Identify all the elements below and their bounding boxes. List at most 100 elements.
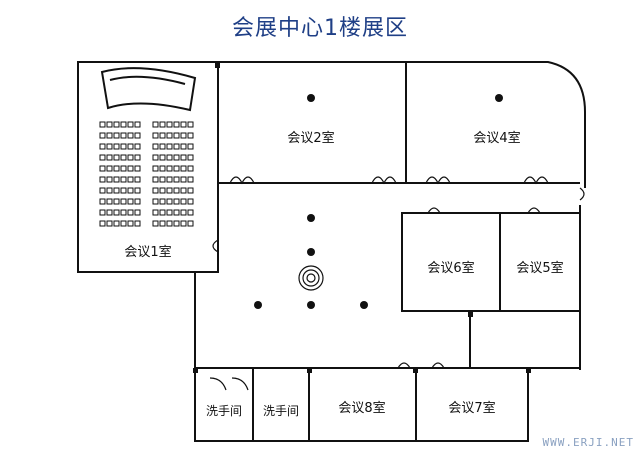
- seat: [106, 154, 113, 161]
- seat: [152, 198, 159, 205]
- seat: [113, 198, 120, 205]
- seat: [152, 165, 159, 172]
- seat: [166, 143, 173, 150]
- room-2-label: 会议2室: [287, 130, 334, 146]
- room-8-label: 会议8室: [338, 400, 385, 416]
- seat: [113, 154, 120, 161]
- seat: [166, 209, 173, 216]
- seat: [99, 154, 106, 161]
- seat: [113, 165, 120, 172]
- seating-area: [99, 121, 194, 227]
- seat: [106, 165, 113, 172]
- seat: [99, 176, 106, 183]
- seat: [152, 143, 159, 150]
- seat: [134, 143, 141, 150]
- seat: [173, 154, 180, 161]
- seat: [152, 132, 159, 139]
- seat: [134, 165, 141, 172]
- seat: [127, 176, 134, 183]
- room-1-wall: [77, 61, 219, 273]
- seat: [120, 220, 127, 227]
- seat: [180, 220, 187, 227]
- pillar: [193, 368, 198, 373]
- restroom-b-label: 洗手间: [263, 404, 299, 418]
- room-1-label: 会议1室: [124, 244, 171, 260]
- seat: [113, 176, 120, 183]
- seat: [159, 198, 166, 205]
- seat: [152, 154, 159, 161]
- seat: [134, 132, 141, 139]
- seat: [187, 154, 194, 161]
- seat: [187, 176, 194, 183]
- seat: [152, 176, 159, 183]
- pillar: [526, 368, 531, 373]
- seat: [173, 121, 180, 128]
- room-4-label: 会议4室: [473, 130, 520, 146]
- pillar: [307, 94, 315, 102]
- seat: [180, 187, 187, 194]
- seat: [120, 154, 127, 161]
- seat: [159, 121, 166, 128]
- seat: [173, 198, 180, 205]
- seat: [99, 220, 106, 227]
- door-room-5: [527, 207, 541, 214]
- seat: [166, 121, 173, 128]
- seat: [106, 132, 113, 139]
- seat: [159, 154, 166, 161]
- seat: [120, 143, 127, 150]
- seat: [113, 143, 120, 150]
- pillar: [360, 301, 368, 309]
- seat: [166, 154, 173, 161]
- seat: [127, 132, 134, 139]
- seat: [180, 143, 187, 150]
- seat: [166, 220, 173, 227]
- seat: [159, 176, 166, 183]
- pillar: [254, 301, 262, 309]
- pillar: [307, 301, 315, 309]
- seat: [159, 143, 166, 150]
- seat: [106, 143, 113, 150]
- seat: [106, 220, 113, 227]
- seat: [159, 132, 166, 139]
- seat: [127, 187, 134, 194]
- door-east-exit: [579, 187, 585, 201]
- pillar: [215, 62, 220, 68]
- seat: [106, 209, 113, 216]
- seat: [127, 220, 134, 227]
- seat: [120, 176, 127, 183]
- seat: [134, 176, 141, 183]
- seat: [99, 209, 106, 216]
- seat: [180, 176, 187, 183]
- seat: [99, 198, 106, 205]
- storage-room-wall: [469, 310, 581, 369]
- seat: [134, 187, 141, 194]
- seat: [187, 198, 194, 205]
- pillar: [307, 214, 315, 222]
- seat: [152, 209, 159, 216]
- seat: [187, 220, 194, 227]
- room-6-label: 会议6室: [427, 260, 474, 276]
- pillar: [307, 248, 315, 256]
- seat: [127, 143, 134, 150]
- door-room-2-east: [371, 176, 397, 185]
- seat: [187, 209, 194, 216]
- seat: [159, 165, 166, 172]
- seat: [127, 121, 134, 128]
- restroom-a-label: 洗手间: [206, 404, 242, 418]
- seat: [166, 198, 173, 205]
- seat: [180, 121, 187, 128]
- seat: [113, 209, 120, 216]
- seat: [180, 132, 187, 139]
- pillar: [495, 94, 503, 102]
- stage-edge: [109, 75, 186, 85]
- seat: [159, 220, 166, 227]
- seat: [113, 132, 120, 139]
- seat: [173, 143, 180, 150]
- seat: [152, 220, 159, 227]
- door-room-6: [427, 207, 441, 214]
- seat: [106, 198, 113, 205]
- room-7-label: 会议7室: [448, 400, 495, 416]
- room-5-label: 会议5室: [516, 260, 563, 276]
